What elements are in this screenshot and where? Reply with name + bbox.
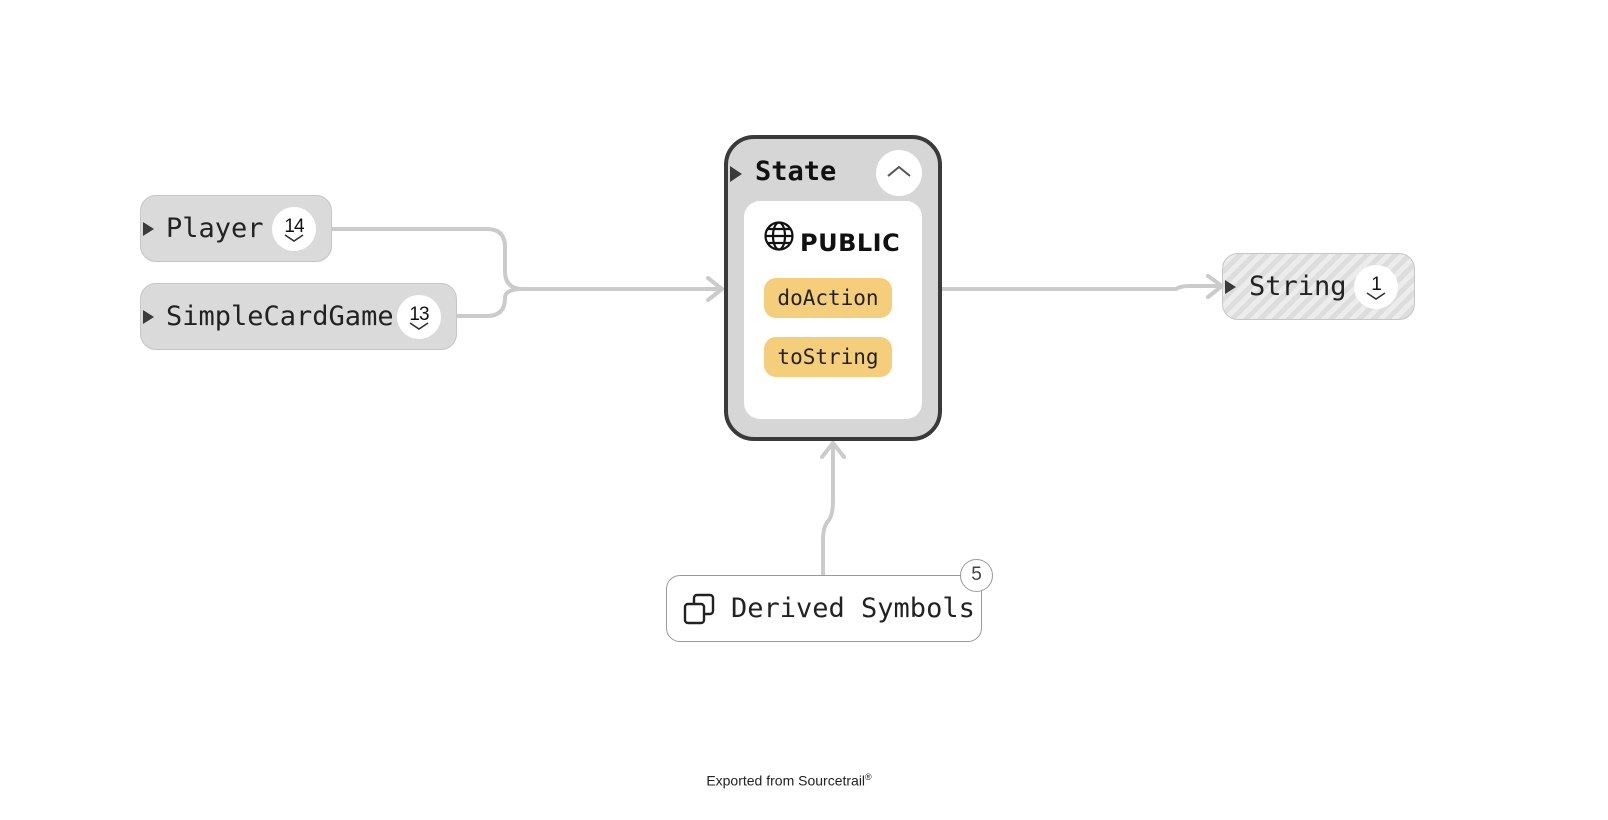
derived-symbols-label: Derived Symbols xyxy=(731,593,975,624)
member-doaction[interactable]: doAction xyxy=(764,278,892,318)
node-simplecardgame-label: SimpleCardGame xyxy=(166,301,394,332)
node-state[interactable]: State PUBLIC doAction toString xyxy=(724,135,942,441)
node-simplecardgame[interactable]: SimpleCardGame 13 xyxy=(140,283,457,350)
node-string-count: 1 xyxy=(1371,274,1382,295)
expand-triangle-icon[interactable] xyxy=(143,309,154,324)
node-string-count-badge[interactable]: 1 xyxy=(1354,265,1398,309)
edge-arrowhead-state xyxy=(706,276,724,302)
derived-symbols-node[interactable]: Derived Symbols xyxy=(666,575,982,642)
footer-text: Exported from Sourcetrail xyxy=(706,772,866,789)
edge-state-to-string[interactable] xyxy=(941,284,1224,291)
collapse-button[interactable] xyxy=(876,150,922,196)
node-player-count: 14 xyxy=(284,216,304,237)
node-simplecardgame-count-badge[interactable]: 13 xyxy=(397,295,441,339)
edge-simplecardgame-to-state[interactable] xyxy=(454,287,525,318)
edge-arrowhead-derived xyxy=(820,441,846,459)
chevron-down-icon xyxy=(409,322,429,330)
node-state-members-panel: PUBLIC doAction toString xyxy=(744,201,922,419)
node-state-title: State xyxy=(755,156,837,187)
node-player-label: Player xyxy=(166,213,264,244)
chevron-down-icon xyxy=(284,234,304,242)
edge-player-to-state[interactable] xyxy=(328,227,724,291)
derived-symbols-count-badge: 5 xyxy=(960,559,993,592)
registered-mark: ® xyxy=(865,772,872,782)
chevron-down-icon xyxy=(1366,292,1386,300)
node-string[interactable]: String 1 xyxy=(1222,253,1415,320)
edge-derived-to-state[interactable] xyxy=(821,441,835,577)
derived-symbols-icon xyxy=(683,593,715,625)
expand-triangle-icon[interactable] xyxy=(1225,279,1236,294)
expand-triangle-icon[interactable] xyxy=(143,221,154,236)
node-string-label: String xyxy=(1249,271,1347,302)
member-tostring[interactable]: toString xyxy=(764,337,892,377)
expand-triangle-icon[interactable] xyxy=(730,166,742,182)
node-simplecardgame-count: 13 xyxy=(409,304,429,325)
chevron-up-icon xyxy=(887,165,911,177)
node-player[interactable]: Player 14 xyxy=(140,195,332,262)
node-player-count-badge[interactable]: 14 xyxy=(272,207,316,251)
access-label: PUBLIC xyxy=(800,229,901,257)
export-footer: Exported from Sourcetrail® xyxy=(0,772,1578,789)
globe-icon xyxy=(764,221,794,251)
